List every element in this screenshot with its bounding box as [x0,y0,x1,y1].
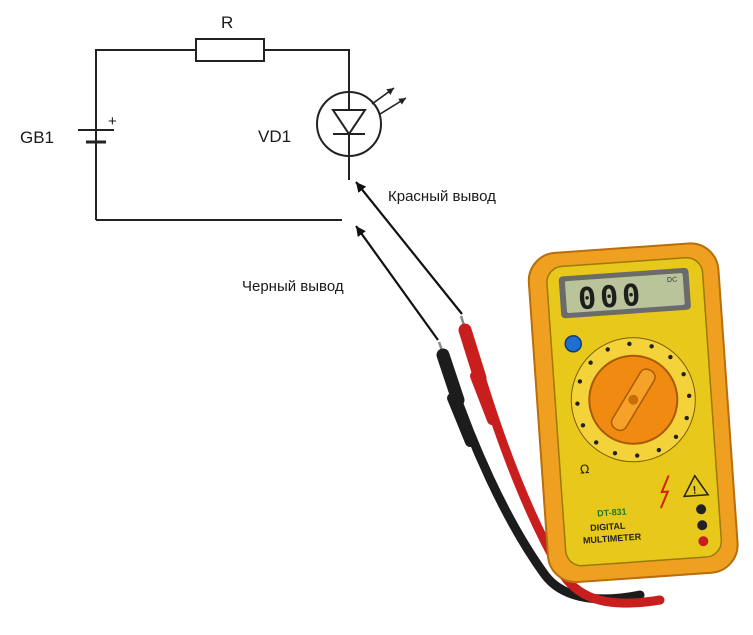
svg-text:!: ! [692,485,697,497]
black-lead-label: Черный вывод [242,278,344,295]
resistor-symbol [195,38,265,62]
battery-label: GB1 [20,128,54,147]
lcd-screen [564,273,685,314]
red-probe-handle [458,323,487,385]
lcd-unit: DC [667,276,678,284]
warning-icon [682,474,710,498]
light-arrow-1 [371,87,395,105]
black-probe-handle [436,348,465,407]
red-lead-arrow [355,181,463,315]
brand-line-2: MULTIMETER [583,532,642,546]
probe-annotations: Красный вывод Черный вывод [242,181,496,341]
hold-button[interactable] [564,335,582,353]
schematic: R VD1 + GB1 [20,13,407,221]
red-probe [458,315,497,425]
multimeter: 000 DC Ω [527,242,739,584]
brand-line-1: DIGITAL [590,521,626,533]
resistor-label: R [221,13,233,32]
led-diode-triangle [331,109,367,136]
dial-ticks [575,341,692,458]
black-probe [436,341,475,447]
red-lead-label: Красный вывод [388,188,496,205]
led-label: VD1 [258,127,291,146]
input-jacks [696,504,709,547]
wire-left-top [95,49,196,220]
light-arrow-2 [379,97,407,115]
wire-right-top [264,49,350,96]
black-lead-arrow [355,225,439,341]
high-voltage-icon [659,475,670,509]
lcd-value: 000 [577,278,645,318]
model-number: DT-831 [597,506,627,518]
battery-plus-sign: + [108,113,117,130]
ohm-symbol: Ω [580,462,590,477]
